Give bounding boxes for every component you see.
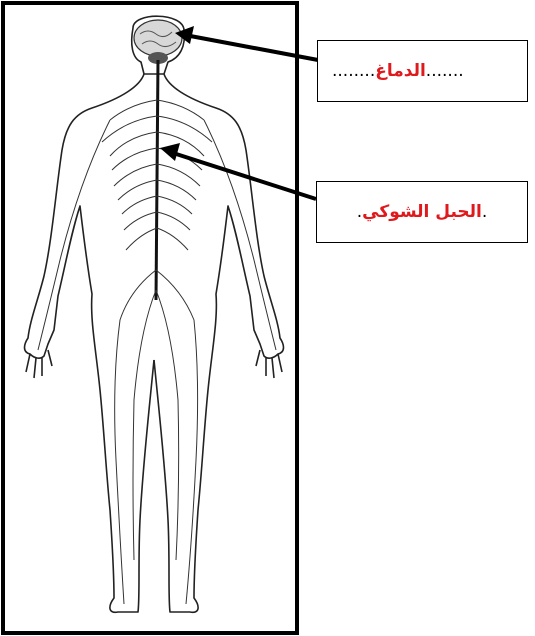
brain-label-prefix: ....... (426, 61, 464, 81)
spinal-cord-label-box: . الحبل الشوكي . (316, 181, 528, 243)
spinal-cord-label-term: الحبل الشوكي (362, 202, 482, 222)
brain-label-term: الدماغ (375, 61, 426, 81)
brain-label-box: ........ الدماغ ....... (317, 40, 528, 102)
brain-label-suffix: ........ (332, 61, 375, 81)
spinal-cord-label-prefix: . (482, 202, 487, 222)
